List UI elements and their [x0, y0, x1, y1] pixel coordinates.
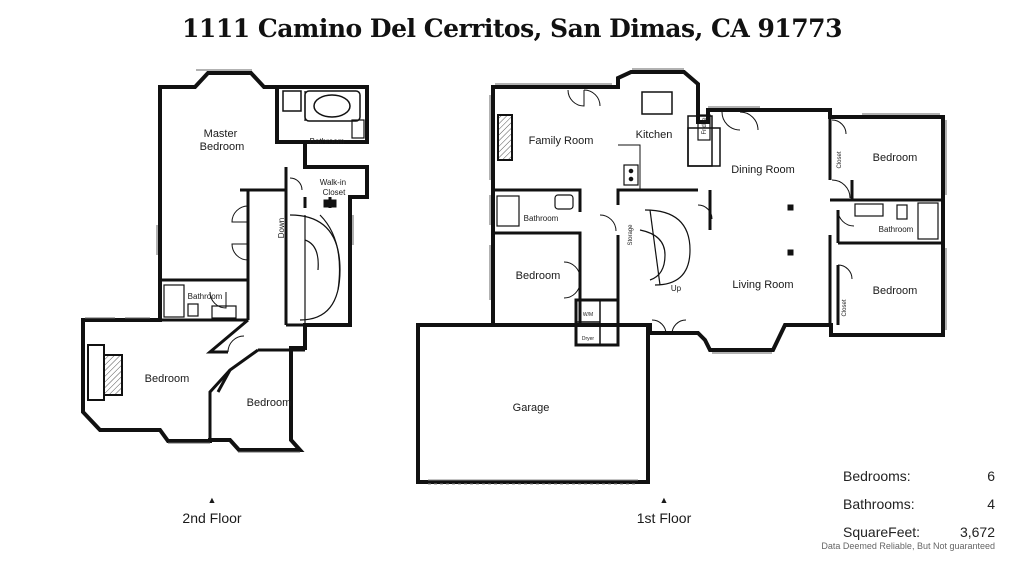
stat-row-bathrooms: Bathrooms: 4 [843, 494, 995, 522]
stairs-label-down: Down [277, 218, 286, 238]
first-floor-plan [416, 68, 947, 485]
room-label-bedroom-ne: Bedroom [873, 152, 918, 164]
room-label-bedroom-se: Bedroom [873, 285, 918, 297]
floor-label-1st: ▲ 1st Floor [604, 495, 724, 526]
room-label-bedroom-west: Bedroom [145, 373, 190, 385]
room-label-bathroom-master: Bathroom [310, 137, 345, 146]
second-floor-plan [81, 69, 369, 453]
stat-value: 6 [987, 468, 995, 484]
second-floor-outer-wall [81, 71, 369, 452]
room-label-bathroom-east: Bathroom [879, 225, 914, 234]
room-label-bathroom-hall: Bathroom [188, 292, 223, 301]
stat-value: 3,672 [959, 524, 995, 540]
room-label-kitchen: Kitchen [636, 129, 673, 141]
stat-label: Bathrooms: [843, 496, 915, 512]
north-arrow-icon: ▲ [659, 495, 669, 505]
appliance-label-fridge: Fridge [702, 117, 708, 135]
room-label-closet-ne: Closet [837, 151, 843, 168]
north-arrow-icon: ▲ [207, 495, 217, 505]
stairs-label-up: Up [671, 284, 682, 293]
property-address-title: 1111 Camino Del Cerritos, San Dimas, CA … [182, 14, 842, 43]
floor-label-2nd: ▲ 2nd Floor [152, 495, 272, 526]
stat-label: SquareFeet: [843, 524, 921, 540]
garage-wall [416, 323, 650, 484]
property-stats: Bedrooms: 6 Bathrooms: 4 SquareFeet: 3,6… [843, 466, 995, 550]
room-label-walk-in-closet: Walk-in Closet [320, 178, 349, 197]
room-label-dining-room: Dining Room [731, 164, 795, 176]
room-label-living-room: Living Room [732, 279, 793, 291]
room-label-bedroom-sw: Bedroom [516, 270, 561, 282]
stat-label: Bedrooms: [843, 468, 911, 484]
stat-value: 4 [987, 496, 995, 512]
stat-row-square-feet: SquareFeet: 3,672 [843, 522, 995, 550]
stat-row-bedrooms: Bedrooms: 6 [843, 466, 995, 494]
room-label-bedroom-south: Bedroom [247, 397, 292, 409]
room-label-family-room: Family Room [529, 135, 594, 147]
first-floor-outer-wall [491, 70, 945, 352]
disclaimer-text: Data Deemed Reliable, But Not guaranteed [821, 541, 995, 551]
room-label-closet-se: Closet [842, 299, 848, 316]
room-label-garage: Garage [513, 402, 550, 414]
room-label-storage: Storage [628, 224, 634, 246]
room-label-bathroom-west: Bathroom [524, 214, 559, 223]
floor-label-2nd-text: 2nd Floor [182, 510, 242, 526]
appliance-label-washer: W/M [583, 312, 593, 318]
appliance-label-dryer: Dryer [582, 336, 595, 342]
floor-label-1st-text: 1st Floor [636, 510, 692, 526]
room-label-master-bedroom: Master Bedroom [200, 128, 245, 153]
